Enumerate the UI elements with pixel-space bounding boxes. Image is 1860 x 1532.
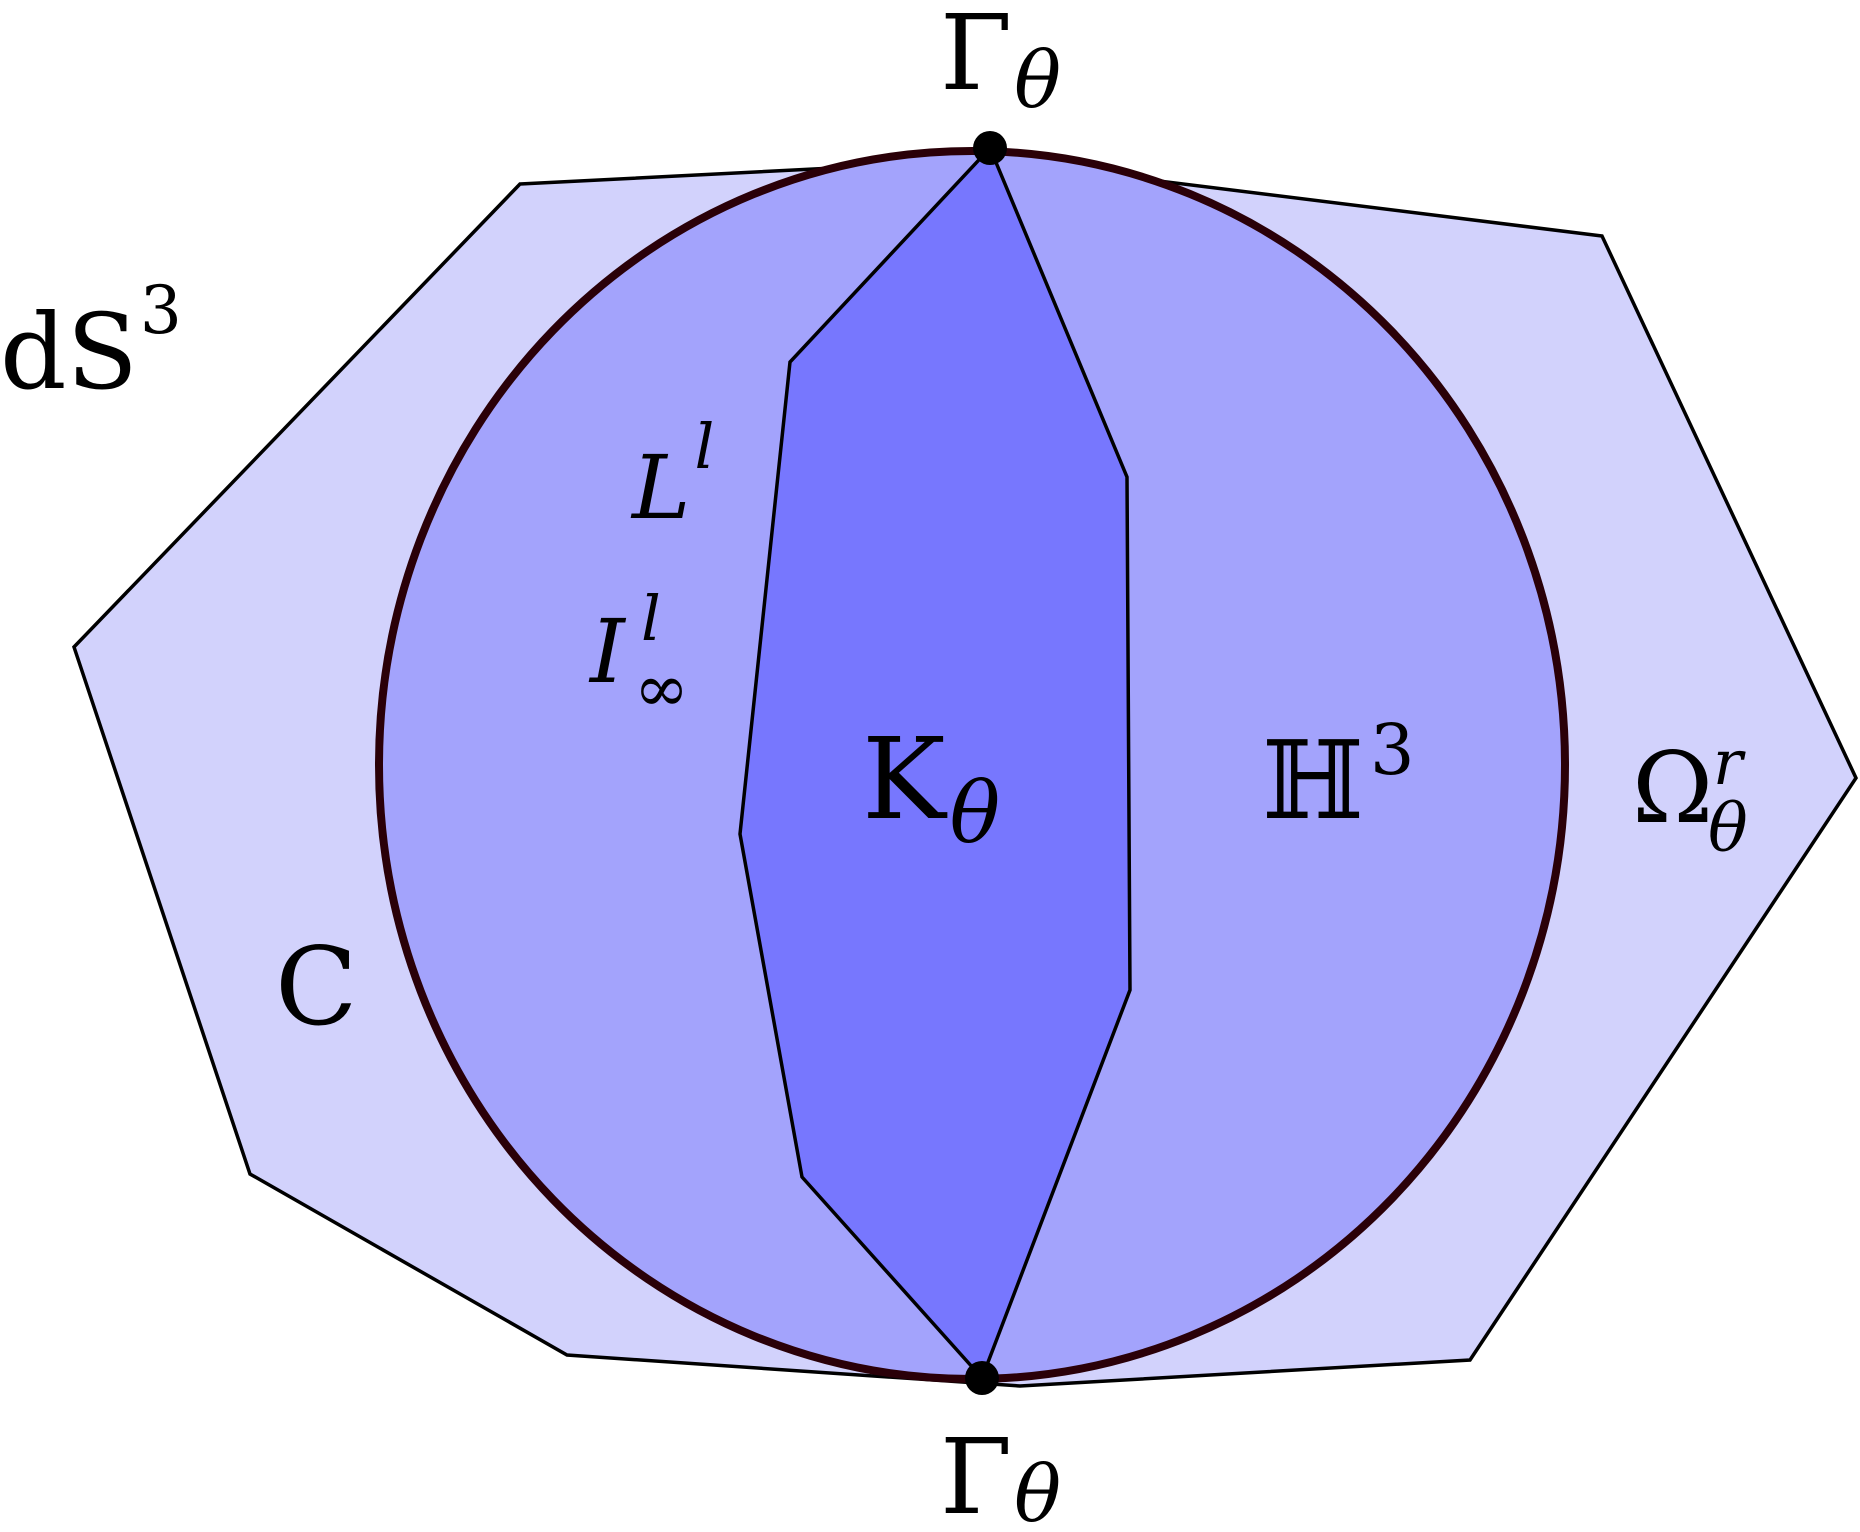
omega-sub: θ [1708,790,1748,867]
bottom-point-icon [965,1361,999,1395]
ds3-label: dS3 [0,272,182,413]
omega-label: Ω [1632,732,1713,846]
gamma-top-label: Γθ [940,0,1061,126]
inner-region-polygon [738,144,1132,1382]
top-point-icon [973,131,1007,165]
gamma-bottom-label: Γθ [940,1416,1061,1532]
c-label: C [275,925,358,1050]
i-infinity-sub: ∞ [634,650,689,727]
l-left-label: Ll [630,410,714,539]
h3-label: ℍ3 [1262,709,1415,844]
k-theta-label: Kθ [862,715,1000,862]
i-infinity-label: I [588,600,627,703]
omega-sup: r [1713,726,1746,799]
i-infinity-sup: l [641,582,661,655]
